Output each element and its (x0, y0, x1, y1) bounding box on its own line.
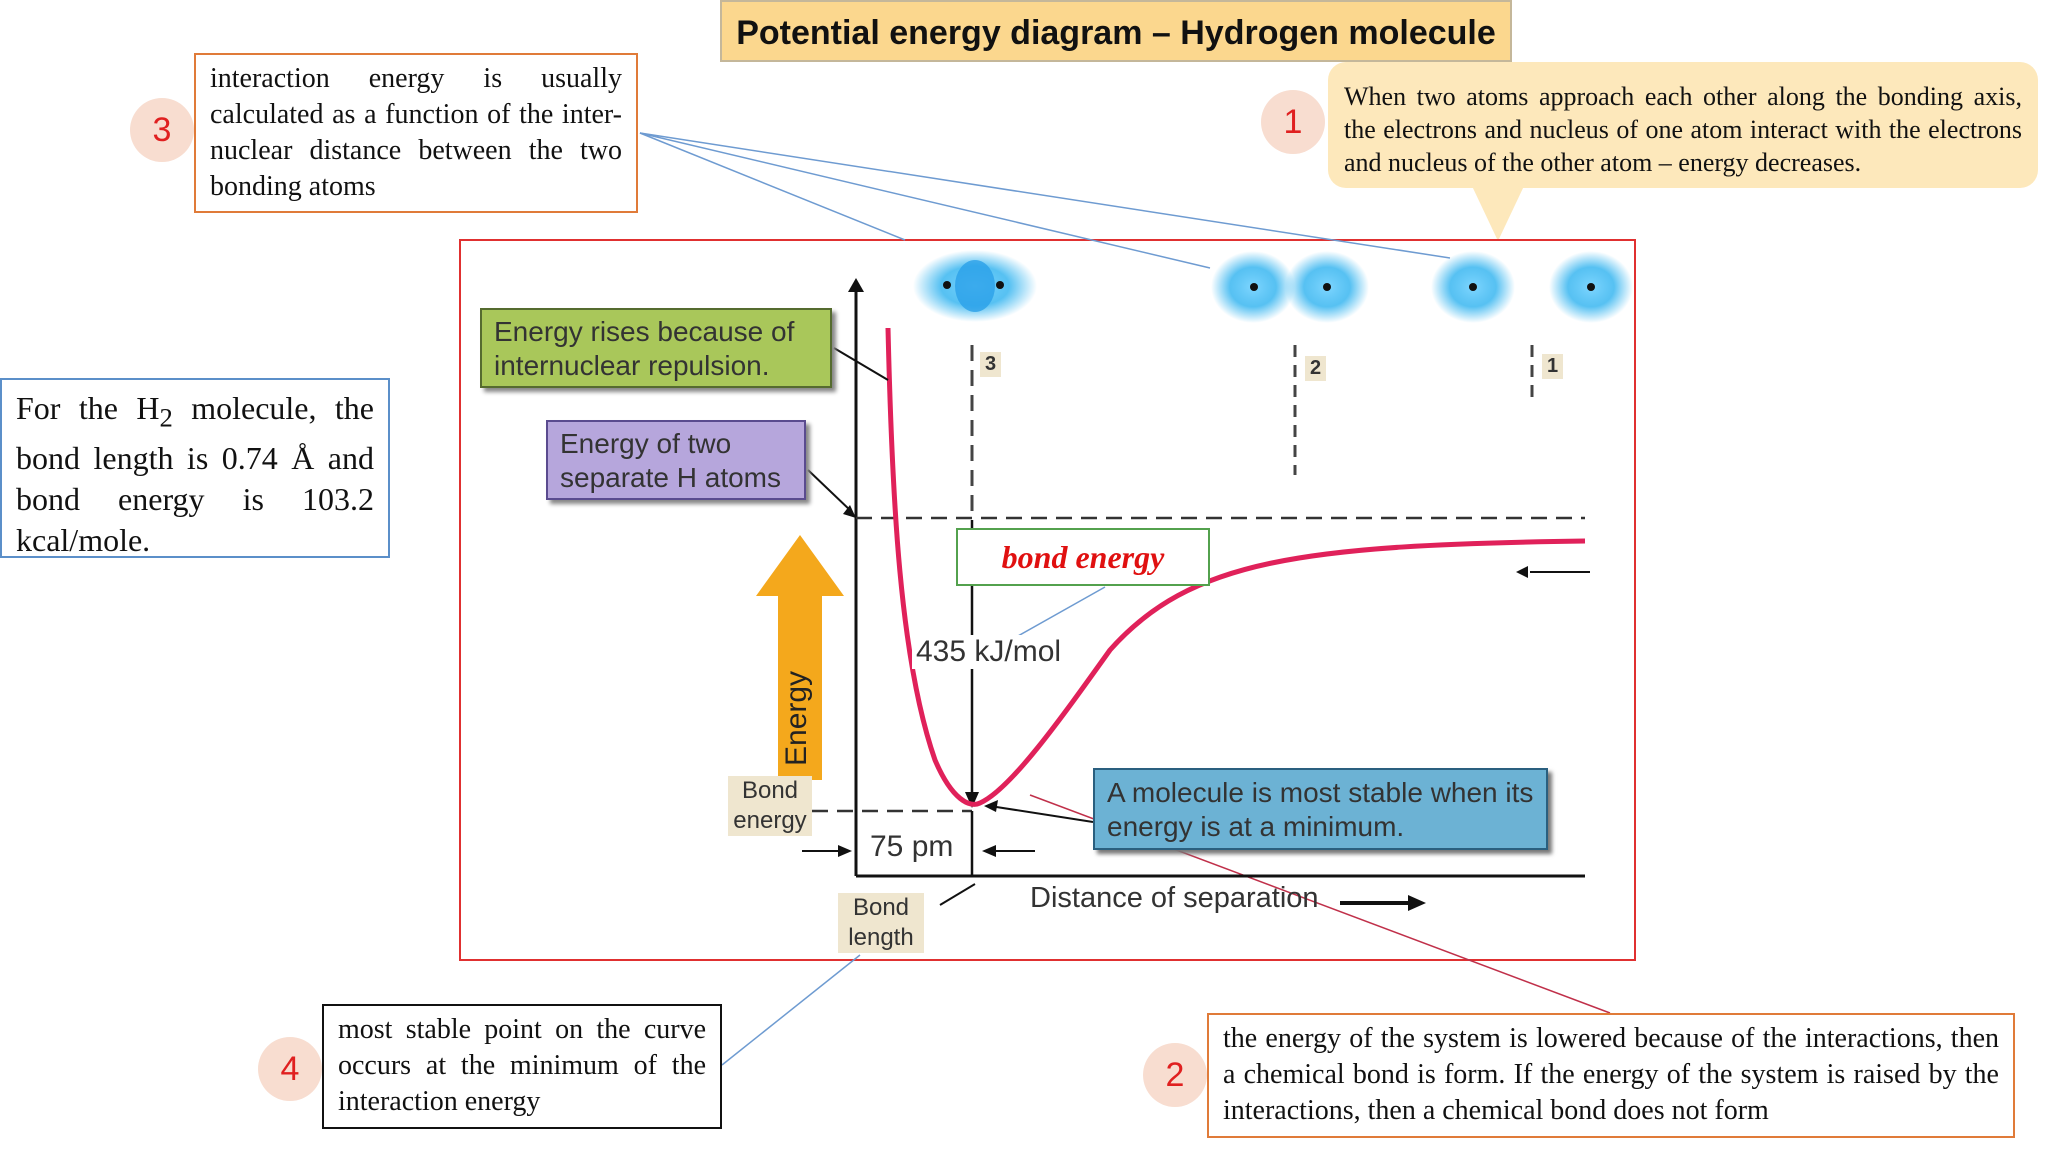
page-title: Potential energy diagram – Hydrogen mole… (720, 0, 1512, 62)
connector-3b (639, 132, 1211, 269)
label-separate-atoms: Energy of two separate H atoms (546, 420, 806, 500)
pointer-bond-length (939, 883, 976, 906)
bond-energy-arrowhead (965, 792, 979, 808)
badge-1: 1 (1261, 90, 1325, 154)
atom-pair-separate (1431, 251, 1633, 323)
label-distance-of-separation: Distance of separation (1030, 882, 1319, 914)
callout-tail (1472, 186, 1524, 241)
connector-3a (639, 132, 906, 241)
connector-4 (721, 954, 861, 1066)
marker-3-label: 3 (980, 352, 1002, 377)
connector-3c (639, 132, 1451, 259)
note-atoms-approach: When two atoms approach each other along… (1328, 62, 2038, 188)
label-bond-energy: bond energy (956, 528, 1210, 586)
label-75-pm: 75 pm (870, 830, 954, 863)
label-bond-energy-small: Bond energy (728, 776, 812, 836)
pointer-repulsion (833, 347, 889, 381)
energy-direction-arrow (756, 535, 844, 780)
label-bond-length-line1: Bond (852, 894, 910, 921)
badge-3: 3 (130, 98, 194, 162)
pointer-separate-atoms-head (843, 505, 856, 518)
approach-arrowhead (1516, 566, 1528, 578)
note-energy-lowered: the energy of the system is lowered beca… (1207, 1013, 2015, 1138)
label-bond-length: Bond length (838, 893, 924, 953)
pointer-stable (989, 805, 1094, 823)
label-repulsion: Energy rises because of internuclear rep… (480, 308, 832, 388)
bond-length-arrowhead-right (982, 845, 996, 857)
note-h2-text-a: For the H (16, 390, 160, 426)
label-435-kjmol: 435 kJ/mol (912, 635, 1066, 669)
note-h2-text-b: molecule, the bond length is 0.74 Å and … (16, 390, 375, 559)
note-h2-subscript: 2 (159, 402, 173, 433)
pointer-stable-head (984, 800, 998, 812)
potential-energy-curve (885, 327, 1586, 807)
note-interaction-energy: interaction energy is usually calculated… (194, 53, 638, 213)
marker-1-label: 1 (1542, 354, 1564, 379)
badge-2: 2 (1143, 1043, 1207, 1107)
atom-pair-approaching (1211, 251, 1369, 323)
marker-2-label: 2 (1305, 356, 1327, 381)
label-bond-energy-small-line2: energy (733, 807, 807, 834)
note-most-stable-point: most stable point on the curve occurs at… (322, 1004, 722, 1129)
label-bond-energy-small-line1: Bond (741, 777, 799, 804)
pointer-separate-atoms (807, 469, 853, 513)
label-energy-axis: Energy (780, 670, 813, 766)
note-h2-bond-length: For the H2 molecule, the bond length is … (0, 378, 390, 558)
badge-4: 4 (258, 1037, 322, 1101)
label-most-stable: A molecule is most stable when its energ… (1093, 768, 1548, 850)
distance-arrowhead (1408, 895, 1426, 911)
energy-axis-arrowhead (848, 278, 864, 292)
bond-length-arrowhead-left (838, 845, 852, 857)
label-bond-length-line2: length (848, 924, 914, 951)
atom-pair-bonded (913, 250, 1037, 322)
